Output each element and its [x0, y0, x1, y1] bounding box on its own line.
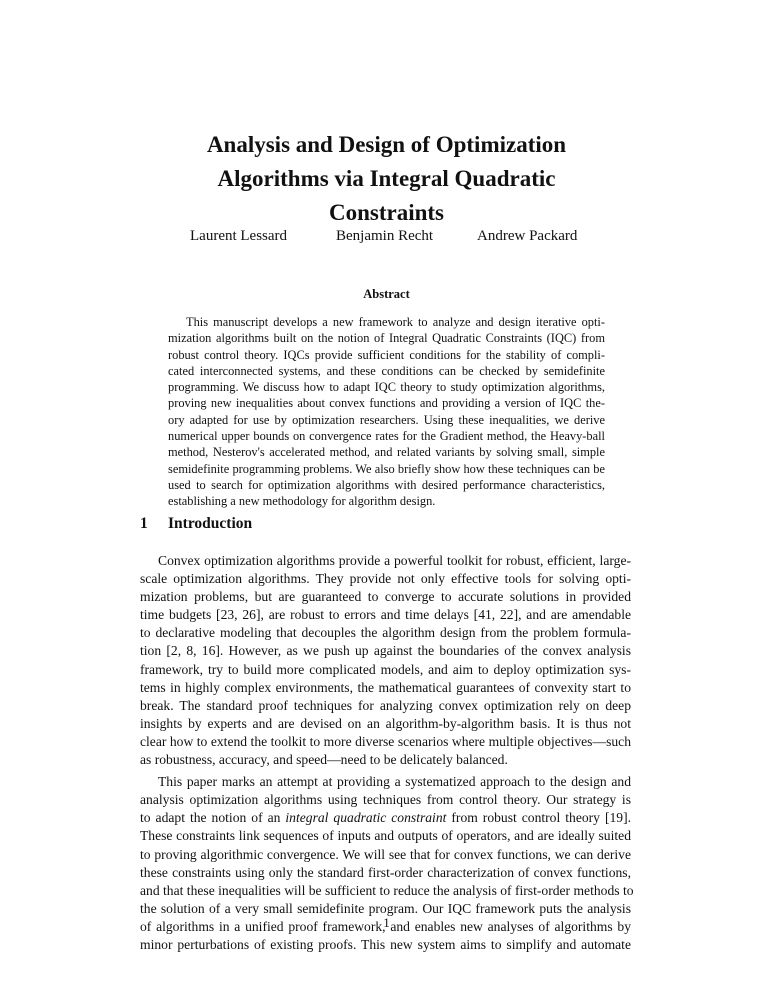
abstract-line: proving new inequalities about convex fu… [168, 396, 605, 411]
title-line: Algorithms via Integral Quadratic [217, 166, 556, 191]
text-line: scale optimization algorithms. They prov… [140, 571, 631, 587]
author-name: Laurent Lessard [190, 228, 288, 244]
abstract-line: ory adapted for use by optimization rese… [168, 412, 605, 427]
abstract-line: numerical upper bounds on convergence ra… [168, 429, 605, 444]
body-text: Convex optimization algorithms provide a… [140, 552, 634, 954]
text-segment: from robust control theory [19]. [446, 810, 631, 826]
paragraph: This paper marks an attempt at providing… [140, 773, 634, 954]
title-line: Analysis and Design of Optimization [206, 132, 567, 157]
paper-title: Analysis and Design of Optimization Algo… [150, 128, 623, 230]
author-list: Laurent Lessard Benjamin Recht Andrew Pa… [150, 228, 623, 248]
text-line: to adapt the notion of an integral quadr… [140, 809, 631, 827]
abstract-line: used to search for optimization algorith… [168, 477, 605, 492]
text-line: mization problems, but are guaranteed to… [140, 589, 631, 605]
section-heading: 1 Introduction [140, 515, 252, 533]
text-line: and that these inequalities will be suff… [140, 882, 634, 898]
text-line: as robustness, accuracy, and speed—need … [140, 752, 508, 768]
text-line: tems in highly complex environments, the… [140, 679, 631, 695]
text-segment: to adapt the notion of an [140, 810, 286, 826]
text-line: These constraints link sequences of inpu… [140, 828, 631, 844]
text-line: analysis optimization algorithms using t… [140, 792, 631, 808]
text-line: of algorithms in a unified proof framewo… [140, 918, 631, 934]
abstract-line: This manuscript develops a new framework… [186, 315, 605, 329]
paragraph: Convex optimization algorithms provide a… [140, 552, 631, 769]
author-name: Andrew Packard [477, 228, 578, 244]
text-line: framework, try to build more complicated… [140, 661, 631, 677]
text-line: This paper marks an attempt at providing… [158, 774, 631, 790]
abstract-text: This manuscript develops a new framework… [168, 314, 605, 510]
text-line: these constraints using only the standar… [140, 864, 631, 880]
abstract-line: robust control theory. IQCs provide suff… [168, 347, 605, 362]
text-line: Convex optimization algorithms provide a… [158, 553, 631, 568]
abstract-line: method, Nesterov's accelerated method, a… [168, 445, 605, 460]
text-line: to declarative modeling that decouples t… [140, 625, 631, 641]
section-title: Introduction [168, 515, 253, 532]
title-line: Constraints [328, 200, 444, 225]
abstract-line: establishing a new methodology for algor… [168, 494, 436, 509]
text-line: break. The standard proof techniques for… [140, 697, 631, 713]
text-line: clear how to extend the toolkit to more … [140, 733, 631, 749]
text-line: to proving algorithmic convergence. We w… [140, 846, 631, 862]
emphasized-term: integral quadratic constraint [285, 810, 447, 826]
author-name: Benjamin Recht [336, 228, 434, 244]
text-line: the solution of a very small semidefinit… [140, 900, 631, 916]
text-line: insights by experts and are devised on a… [140, 715, 631, 731]
abstract-heading: Abstract [363, 287, 410, 301]
section-number: 1 [140, 515, 148, 532]
abstract-line: mization algorithms built on the notion … [168, 331, 605, 346]
page-number: 1 [383, 915, 390, 930]
text-line: time budgets [23, 26], are robust to err… [140, 607, 631, 623]
text-line: minor perturbations of existing proofs. … [140, 936, 631, 952]
abstract-line: semidefinite programming problems. We al… [168, 461, 605, 476]
abstract-line: cated interconnected systems, and these … [168, 363, 605, 378]
text-line: tion [2, 8, 16]. However, as we push up … [140, 643, 631, 659]
abstract-line: programming. We discuss how to adapt IQC… [168, 380, 605, 395]
